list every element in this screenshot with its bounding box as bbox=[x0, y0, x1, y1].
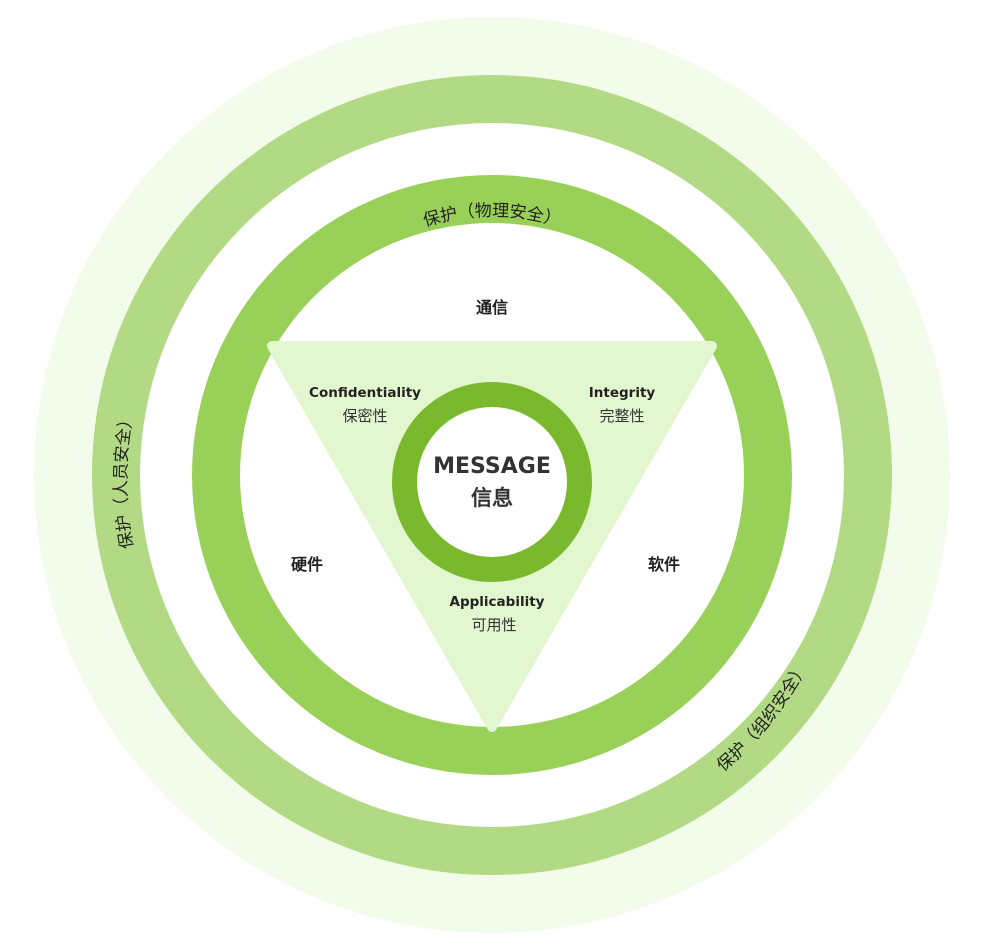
confidentiality-en: Confidentiality bbox=[309, 385, 421, 401]
sector-software-label: 软件 bbox=[648, 555, 680, 574]
center-message-en: MESSAGE bbox=[433, 454, 551, 479]
center-message-cn: 信息 bbox=[471, 486, 513, 510]
applicability-en: Applicability bbox=[450, 594, 545, 610]
confidentiality-cn: 保密性 bbox=[342, 407, 387, 425]
integrity-cn: 完整性 bbox=[599, 407, 644, 425]
core-disc bbox=[417, 407, 567, 557]
applicability-cn: 可用性 bbox=[471, 616, 516, 634]
sector-communication-label: 通信 bbox=[476, 298, 508, 317]
sector-hardware-label: 硬件 bbox=[291, 555, 323, 574]
integrity-en: Integrity bbox=[589, 385, 656, 401]
